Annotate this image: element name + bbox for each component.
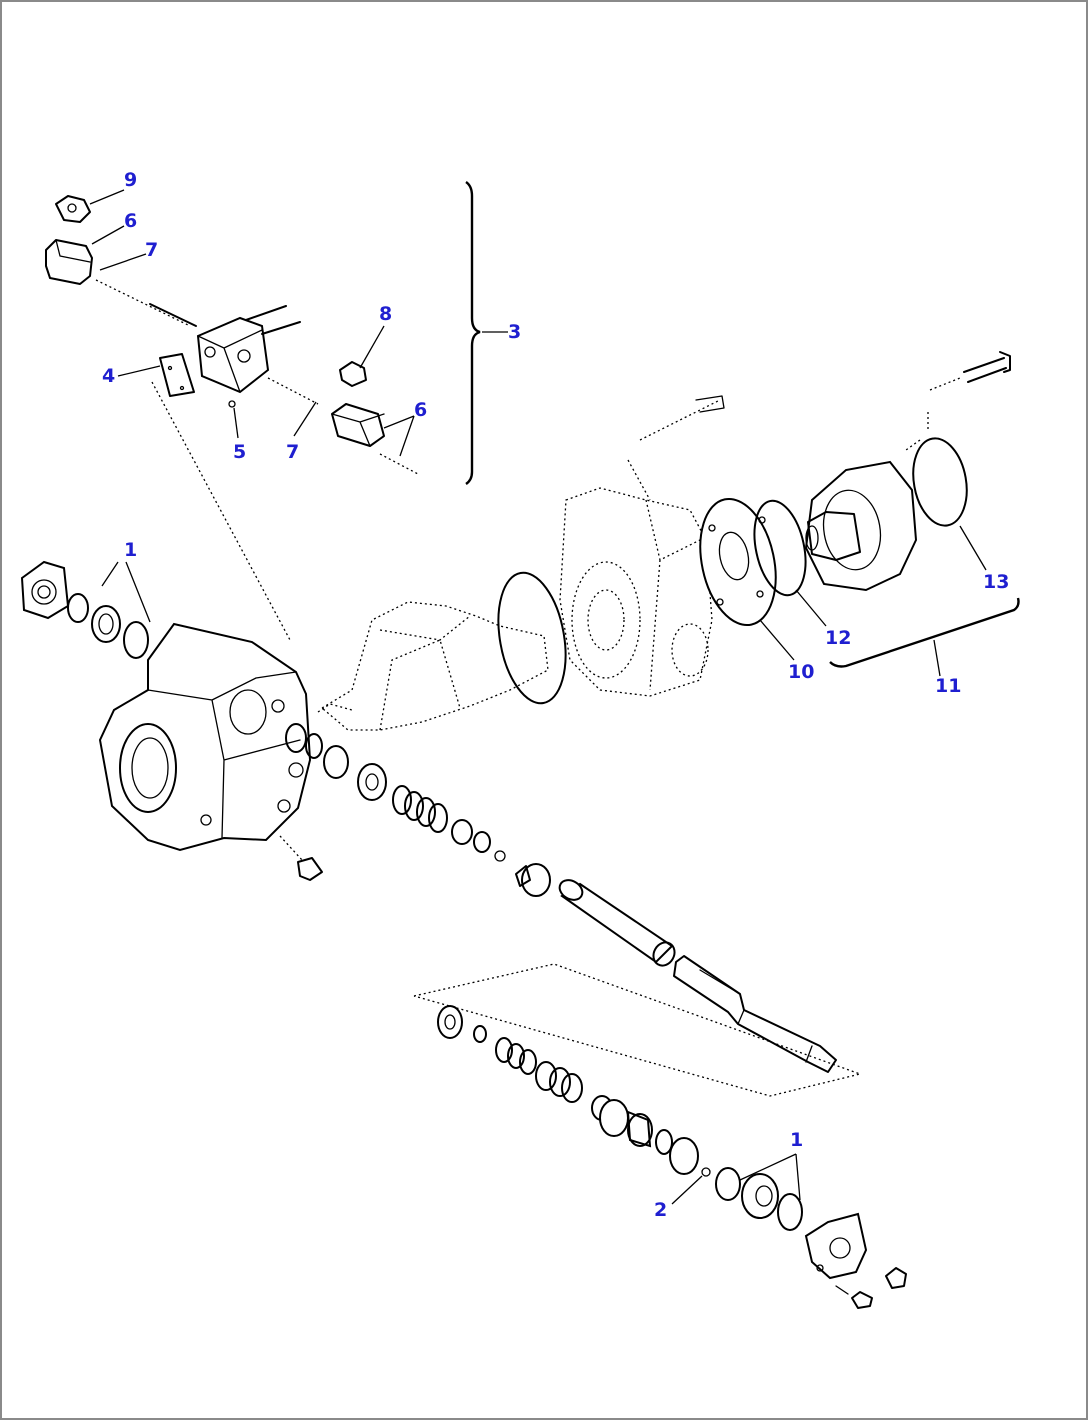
valve-subassembly bbox=[45, 181, 481, 641]
ring-s1[interactable] bbox=[285, 723, 307, 753]
brace-part-3 bbox=[465, 181, 481, 485]
ring-l3[interactable] bbox=[655, 1129, 673, 1155]
part-8-cap[interactable] bbox=[339, 361, 367, 387]
ring-s4[interactable] bbox=[357, 763, 387, 801]
guide-gasket bbox=[151, 381, 291, 641]
rod-lower bbox=[379, 453, 419, 475]
central-pump-dotted bbox=[317, 567, 575, 731]
callout-12: 12 bbox=[825, 627, 851, 649]
bolt-right-lower[interactable] bbox=[835, 1285, 873, 1309]
part-3-valve-body[interactable] bbox=[196, 316, 270, 394]
callout-7-upper: 7 bbox=[145, 239, 158, 261]
bracket-part-11 bbox=[829, 597, 1020, 668]
end-cover-left[interactable] bbox=[20, 560, 70, 620]
part-5-pin[interactable] bbox=[228, 400, 236, 408]
bolt-top-1 bbox=[245, 305, 287, 321]
end-plug-lower[interactable] bbox=[437, 1005, 463, 1039]
callout-7-lower: 7 bbox=[286, 441, 299, 463]
ball-s7[interactable] bbox=[494, 850, 506, 862]
stem-upper bbox=[149, 303, 197, 327]
bearing-right[interactable] bbox=[741, 1173, 779, 1219]
ring-s2[interactable] bbox=[305, 733, 323, 759]
part-6-solenoid-upper[interactable] bbox=[45, 239, 93, 285]
callout-1-upper: 1 bbox=[124, 539, 137, 561]
callout-6-upper: 6 bbox=[124, 210, 137, 232]
callout-8: 8 bbox=[379, 303, 392, 325]
snap-ring-s3[interactable] bbox=[323, 745, 349, 779]
rod-right bbox=[267, 377, 319, 405]
spring-stack-1[interactable] bbox=[392, 785, 448, 833]
callout-10: 10 bbox=[788, 661, 814, 683]
bolt-top-2 bbox=[261, 321, 301, 335]
part-4-gasket[interactable] bbox=[159, 353, 195, 397]
callout-1-lower: 1 bbox=[790, 1129, 803, 1151]
ring-s5[interactable] bbox=[451, 819, 473, 845]
bearing-left[interactable] bbox=[91, 605, 121, 643]
main-pump-dotted bbox=[559, 395, 725, 697]
coupling-hub[interactable] bbox=[804, 460, 918, 592]
callout-4: 4 bbox=[102, 365, 115, 387]
leader-lines bbox=[89, 189, 987, 1205]
o-ring-right-2[interactable] bbox=[777, 1193, 803, 1231]
o-ring-left-1[interactable] bbox=[67, 593, 89, 623]
callout-2: 2 bbox=[654, 1199, 667, 1221]
part-2-small-ring[interactable] bbox=[701, 1167, 711, 1177]
o-ring-part-13[interactable] bbox=[907, 434, 973, 530]
spool-train-lower bbox=[437, 1005, 907, 1309]
guide-right-hub bbox=[905, 439, 921, 451]
drive-shaft[interactable] bbox=[673, 955, 837, 1073]
pump-housing[interactable] bbox=[20, 560, 312, 852]
part-6-solenoid-lower[interactable] bbox=[331, 403, 385, 447]
callout-11: 11 bbox=[935, 675, 961, 697]
end-cover-right[interactable] bbox=[804, 1212, 868, 1280]
ring-l1[interactable] bbox=[473, 1025, 487, 1043]
snap-ring-l4[interactable] bbox=[669, 1137, 699, 1175]
callout-3: 3 bbox=[508, 321, 521, 343]
plug-right[interactable] bbox=[885, 1267, 907, 1289]
valve-seat[interactable] bbox=[515, 863, 551, 897]
drain-plug[interactable] bbox=[279, 835, 323, 881]
callout-9: 9 bbox=[124, 169, 137, 191]
piston-lower[interactable] bbox=[599, 1099, 653, 1148]
spool-train-upper bbox=[285, 723, 837, 1073]
sleeve[interactable] bbox=[556, 876, 679, 969]
o-ring-left-2[interactable] bbox=[123, 621, 149, 659]
spring-stack-2[interactable] bbox=[495, 1037, 583, 1103]
ring-s6[interactable] bbox=[473, 831, 491, 853]
ring-part-12[interactable] bbox=[747, 496, 814, 600]
guide-lower bbox=[413, 963, 863, 1097]
rod-upper bbox=[95, 279, 191, 327]
bolt-top-right[interactable] bbox=[927, 351, 1011, 430]
flange-part-10[interactable] bbox=[689, 492, 786, 632]
callout-6-lower: 6 bbox=[414, 399, 427, 421]
part-9-cap[interactable] bbox=[55, 195, 91, 223]
callout-5: 5 bbox=[233, 441, 246, 463]
disc-center[interactable] bbox=[489, 567, 575, 708]
callout-13: 13 bbox=[983, 571, 1009, 593]
callout-labels: 9 6 7 8 3 4 6 5 7 1 13 12 10 11 1 2 bbox=[102, 169, 1009, 1221]
o-ring-right-1[interactable] bbox=[715, 1167, 741, 1201]
